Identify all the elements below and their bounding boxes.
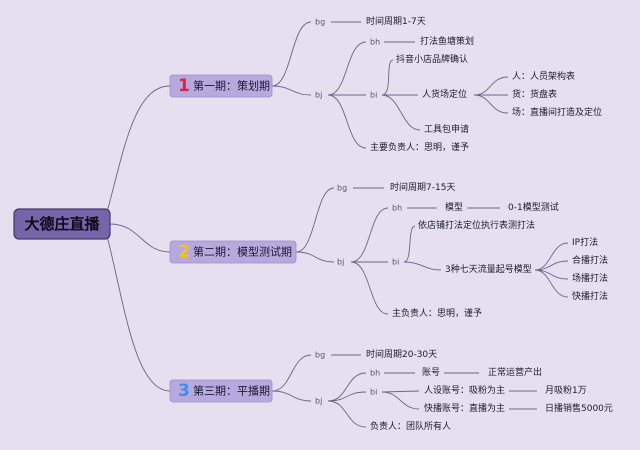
phase-1-bi-tag: bi <box>370 91 377 100</box>
phase-2-execution: 依店铺打法定位执行表测打法 <box>418 219 535 231</box>
phase-1-branch: 1 第一期：策划期 bg 时间周期1-7天 bj bh 打法鱼塘策划 bi 抖音… <box>169 15 602 153</box>
phase-2-box <box>169 240 297 264</box>
connector-p1-bi-toolkit <box>381 94 421 131</box>
connector-p3-bi-persona <box>381 390 420 393</box>
phase-3-bg-tag: bg <box>315 351 325 360</box>
phase-3-persona-account: 人设账号：吸粉为主 <box>424 384 505 396</box>
phase-1-toolkit: 工具包申请 <box>424 123 469 135</box>
phase-3-number: 3 <box>178 381 190 401</box>
connector-p2-tactic <box>534 269 569 298</box>
phase-1-number: 1 <box>178 76 190 96</box>
phase-1-bh-tag: bh <box>370 38 380 47</box>
phase-3-bj-tag: bj <box>315 397 322 406</box>
connector-p2-bj <box>295 251 335 263</box>
connector-p2-bj-owner <box>350 261 389 315</box>
connector-p3-bj-owner <box>327 400 367 428</box>
connector-p1-bj-bh <box>327 41 367 96</box>
phase-3-box <box>169 379 273 403</box>
phase-2-period: 时间周期7-15天 <box>390 181 455 193</box>
phase-2-bg-tag: bg <box>337 184 347 193</box>
phase-3-period: 时间周期20-30天 <box>366 348 437 360</box>
connector-root-phase-2 <box>109 223 171 253</box>
connector-p2-bi-execution <box>403 225 416 263</box>
root-topic-label: 大德庄直播 <box>24 215 100 233</box>
phase-3-owner: 负责人：团队所有人 <box>370 420 451 432</box>
phase-3-quick-account: 快播账号：直播为主 <box>424 402 505 414</box>
connector-lines <box>105 21 569 428</box>
connector-p3-bj-bh <box>327 372 367 402</box>
phase-2-traffic-models: 3种七天流量起号模型 <box>445 263 532 275</box>
connector-p2-bj-bh <box>350 207 389 263</box>
phase-3-title: 第三期：平播期 <box>193 384 270 398</box>
connector-root-phase-3 <box>105 231 171 392</box>
phase-1-positioning-item: 人：人员架构表 <box>512 70 575 82</box>
phase-1-period: 时间周期1-7天 <box>366 15 426 27</box>
phase-1-positioning: 人货场定位 <box>422 88 467 100</box>
connector-p1-positioning-item <box>473 76 509 96</box>
connector-p3-bi-quick <box>381 391 420 410</box>
phase-2-tactic: 场播打法 <box>572 272 608 284</box>
phase-3-bh-tag: bh <box>370 369 380 378</box>
phase-2-branch: 2 第二期：模型测试期 bg 时间周期7-15天 bj bh 模型 0-1模型测… <box>169 181 608 319</box>
connector-p2-bg <box>295 187 335 253</box>
phase-3-account-output: 正常运营产出 <box>488 366 542 378</box>
root-topic: 大德庄直播 <box>13 208 111 240</box>
phase-2-owner: 主负责人：思明，谨予 <box>392 307 482 319</box>
connector-p1-bj-owner <box>327 94 367 149</box>
phase-2-bh-tag: bh <box>392 204 402 213</box>
phase-2-tactic: IP打法 <box>572 236 598 248</box>
connector-p3-bj <box>271 390 312 402</box>
phase-1-title: 第一期：策划期 <box>193 79 270 93</box>
root-topic-box <box>13 208 111 240</box>
connector-p2-tactic <box>534 260 569 271</box>
connector-p2-bi-traffic <box>403 261 442 271</box>
phase-3-bi-tag: bi <box>370 388 377 397</box>
phase-2-bi-tag: bi <box>392 258 399 267</box>
phase-1-owner: 主要负责人：思明，谨予 <box>370 141 469 153</box>
phase-1-store-confirm: 抖音小店品牌确认 <box>396 53 468 65</box>
connector-root-phase-1 <box>105 85 171 217</box>
connector-p1-bi-store <box>381 59 394 96</box>
connector-p1-bg <box>271 21 312 87</box>
phase-1-strategy: 打法鱼塘策划 <box>420 35 474 47</box>
phase-1-box <box>169 74 273 98</box>
phase-2-bj-tag: bj <box>337 258 344 267</box>
phase-2-title: 第二期：模型测试期 <box>193 245 292 259</box>
phase-3-account: 账号 <box>422 367 440 378</box>
connector-p3-bj-bi <box>327 391 367 402</box>
phase-2-model-test: 0-1模型测试 <box>508 201 559 213</box>
connector-p2-tactic <box>534 242 569 271</box>
phase-3-quick-goal: 日播销售5000元 <box>545 402 613 414</box>
connector-p3-bg <box>271 354 312 392</box>
phase-2-number: 2 <box>178 242 190 262</box>
connector-p1-bj <box>271 85 312 96</box>
phase-2-tactic: 合播打法 <box>572 254 608 266</box>
phase-2-tactic: 快播打法 <box>572 290 608 302</box>
phase-3-branch: 3 第三期：平播期 bg 时间周期20-30天 bj bh 账号 正常运营产出 … <box>169 348 613 432</box>
phase-1-bj-tag: bj <box>315 91 322 100</box>
phase-1-bg-tag: bg <box>315 18 325 27</box>
phase-1-positioning-item: 货：货盘表 <box>512 88 557 100</box>
phase-1-positioning-item: 场：直播间打造及定位 <box>512 106 602 118</box>
phase-2-model: 模型 <box>445 202 463 213</box>
phase-3-persona-goal: 月吸粉1万 <box>545 384 587 396</box>
connector-p1-positioning-item <box>473 94 509 114</box>
